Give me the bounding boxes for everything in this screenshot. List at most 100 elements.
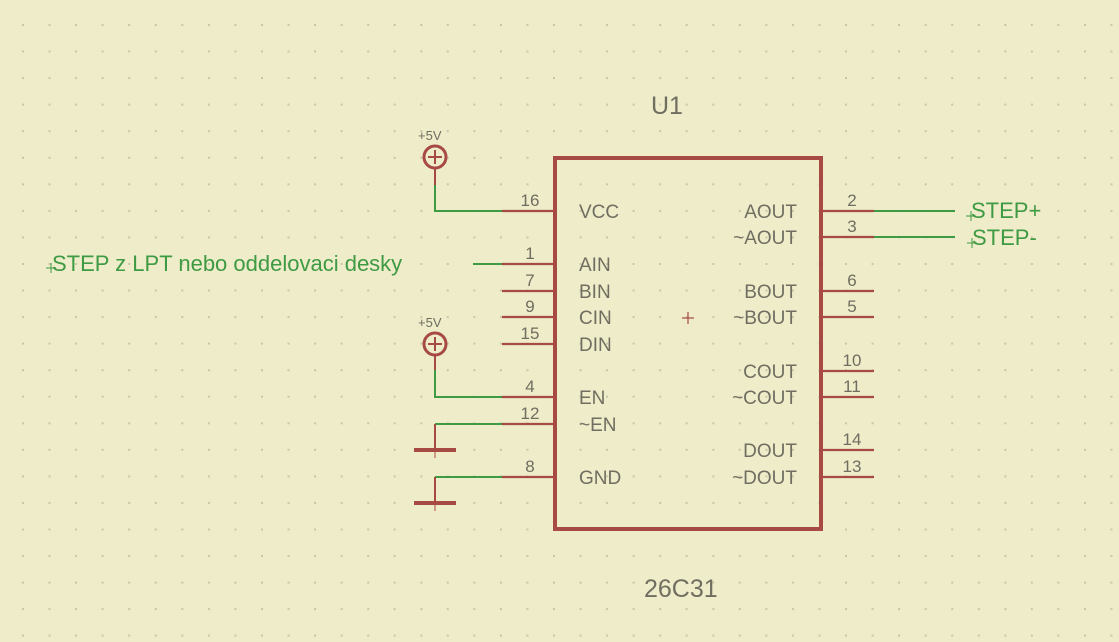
grid-dot (340, 369, 343, 372)
grid-dot (287, 634, 290, 637)
grid-dot (340, 24, 343, 26)
grid-dot (685, 50, 688, 53)
supply-5v-2[interactable]: +5V (418, 315, 448, 370)
grid-dot (606, 634, 609, 637)
grid-dot (101, 130, 104, 133)
grid-dot (22, 289, 24, 292)
grid-dot (101, 475, 104, 478)
grid-dot (659, 581, 662, 584)
grid-dot (526, 369, 529, 372)
grid-dot (340, 316, 343, 319)
part-U1[interactable]: U1 26C31 16VCC1AIN7BIN9CIN15DIN4EN12~EN8… (502, 92, 874, 603)
grid-dot (314, 289, 317, 292)
grid-dot (128, 369, 131, 372)
grid-dot (48, 316, 51, 319)
pin-4[interactable]: 4EN (502, 377, 605, 409)
grid-dot (712, 24, 715, 26)
grid-dot (128, 236, 131, 239)
grid-dot (234, 501, 237, 504)
grid-dot (499, 342, 502, 345)
net-label-step-plus[interactable]: STEP+ (966, 198, 1041, 223)
grid-dot (22, 369, 24, 372)
pin-3[interactable]: 3~AOUT (733, 217, 874, 249)
grid-dot (207, 342, 210, 345)
grid-dot (287, 77, 290, 80)
grid-dot (473, 501, 476, 504)
grid-dot (1004, 501, 1007, 504)
grid-dot (579, 608, 582, 611)
grid-dot (128, 342, 131, 345)
grid-dot (234, 448, 237, 451)
grid-dot (75, 634, 78, 637)
grid-dot (1084, 24, 1086, 26)
pin-12[interactable]: 12~EN (502, 404, 617, 436)
grid-dot (1030, 236, 1033, 239)
grid-dot (367, 581, 370, 584)
grid-dot (553, 103, 555, 106)
grid-dot (951, 555, 954, 557)
grid-dot (765, 395, 768, 398)
pin-label: ~DOUT (732, 468, 797, 489)
pin-13[interactable]: 13~DOUT (732, 457, 874, 489)
grid-dot (75, 555, 78, 557)
grid-dot (951, 342, 954, 345)
grid-dot (924, 555, 927, 557)
grid-dot (765, 634, 768, 637)
wire-en[interactable] (434, 370, 502, 398)
grid-dot (553, 50, 555, 53)
grid-dot (606, 342, 609, 345)
grid-dot (314, 501, 317, 504)
grid-dot (606, 369, 609, 372)
grid-dot (234, 130, 237, 133)
grid-dot (579, 316, 582, 319)
grid-dot (898, 581, 901, 584)
grid-dot (526, 501, 529, 504)
grid-dot (101, 156, 104, 159)
grid-dot (393, 24, 396, 26)
grid-dot (234, 395, 237, 398)
pin-11[interactable]: 11~COUT (732, 377, 874, 409)
grid-dot (261, 448, 263, 451)
grid-dot (738, 448, 741, 451)
grid-dot (287, 24, 290, 26)
grid-dot (951, 528, 954, 531)
grid-dot (685, 608, 688, 611)
grid-dot (75, 236, 78, 239)
supply-5v-1[interactable]: +5V (418, 128, 448, 185)
grid-dot (1004, 103, 1007, 106)
grid-dot (340, 555, 343, 557)
net-label-step-minus[interactable]: STEP- (967, 225, 1037, 250)
grid-dot (128, 183, 131, 186)
net-label-input[interactable]: STEP z LPT nebo oddelovaci desky (46, 251, 402, 276)
wire-vcc[interactable] (434, 185, 502, 212)
grid-dot (75, 209, 78, 212)
ground-symbol-2[interactable] (414, 477, 456, 511)
grid-dot (340, 209, 343, 212)
grid-dot (420, 183, 423, 186)
grid-dot (75, 263, 78, 265)
grid-dot (791, 342, 794, 345)
grid-dot (420, 608, 423, 611)
grid-dot (685, 289, 688, 292)
grid-dot (154, 395, 157, 398)
grid-dot (845, 24, 847, 26)
grid-dot (393, 608, 396, 611)
grid-dot (101, 369, 104, 372)
pin-5[interactable]: 5~BOUT (733, 297, 874, 329)
grid-dot (977, 77, 980, 80)
ground-symbol-1[interactable] (414, 424, 456, 458)
grid-dot (314, 103, 317, 106)
grid-dot (1110, 528, 1113, 531)
